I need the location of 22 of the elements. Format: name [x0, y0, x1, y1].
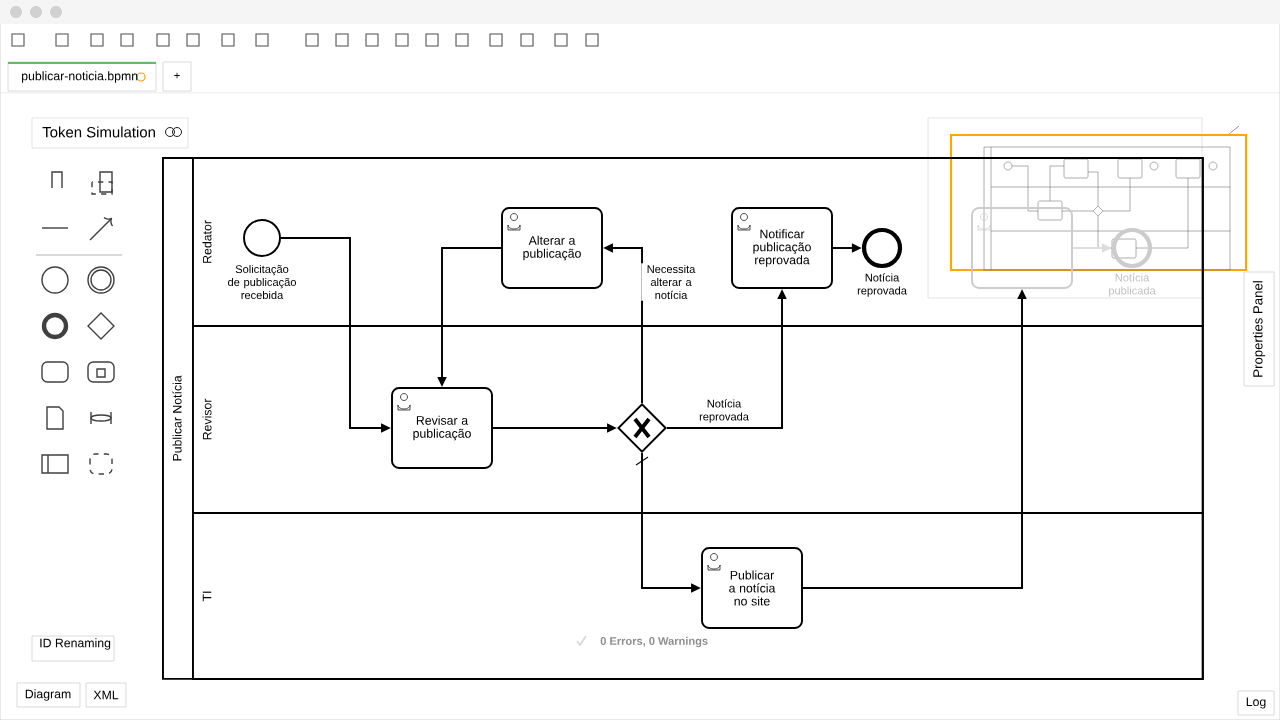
- edge-label: Necessita alterar a notícia: [647, 264, 696, 300]
- task-box: Publicar a notícia no site: [701, 547, 803, 629]
- event-label: Solicitação de publicação recebida: [228, 264, 296, 300]
- xml-tab: XML: [85, 682, 127, 708]
- edge-label: Notícia reprovada: [699, 399, 749, 423]
- start-event-circle: [243, 219, 281, 257]
- end-event-circle: [861, 227, 903, 269]
- file-tab: publicar-noticia.bpmn: [7, 61, 157, 92]
- id-renaming-button: ID Renaming: [31, 635, 115, 662]
- add-tab-button: +: [162, 61, 192, 92]
- end-event-circle: [1111, 227, 1153, 269]
- event-label: Notícia reprovada: [857, 273, 907, 297]
- token-simulation-button: Token Simulation: [31, 117, 189, 149]
- log-button: Log: [1237, 690, 1275, 716]
- event-label: Notícia publicada: [1109, 273, 1156, 297]
- properties-panel-tab: Properties Panel: [1243, 271, 1275, 387]
- task-box: Notificar publicação reprovada: [731, 207, 833, 289]
- task-box: Revisar a publicação: [391, 387, 493, 469]
- status-message: 0 Errors, 0 Warnings: [576, 635, 708, 648]
- task-box: Alterar a publicação: [501, 207, 603, 289]
- gateway-diamond: [617, 403, 667, 453]
- diagram-tab: Diagram: [16, 682, 81, 708]
